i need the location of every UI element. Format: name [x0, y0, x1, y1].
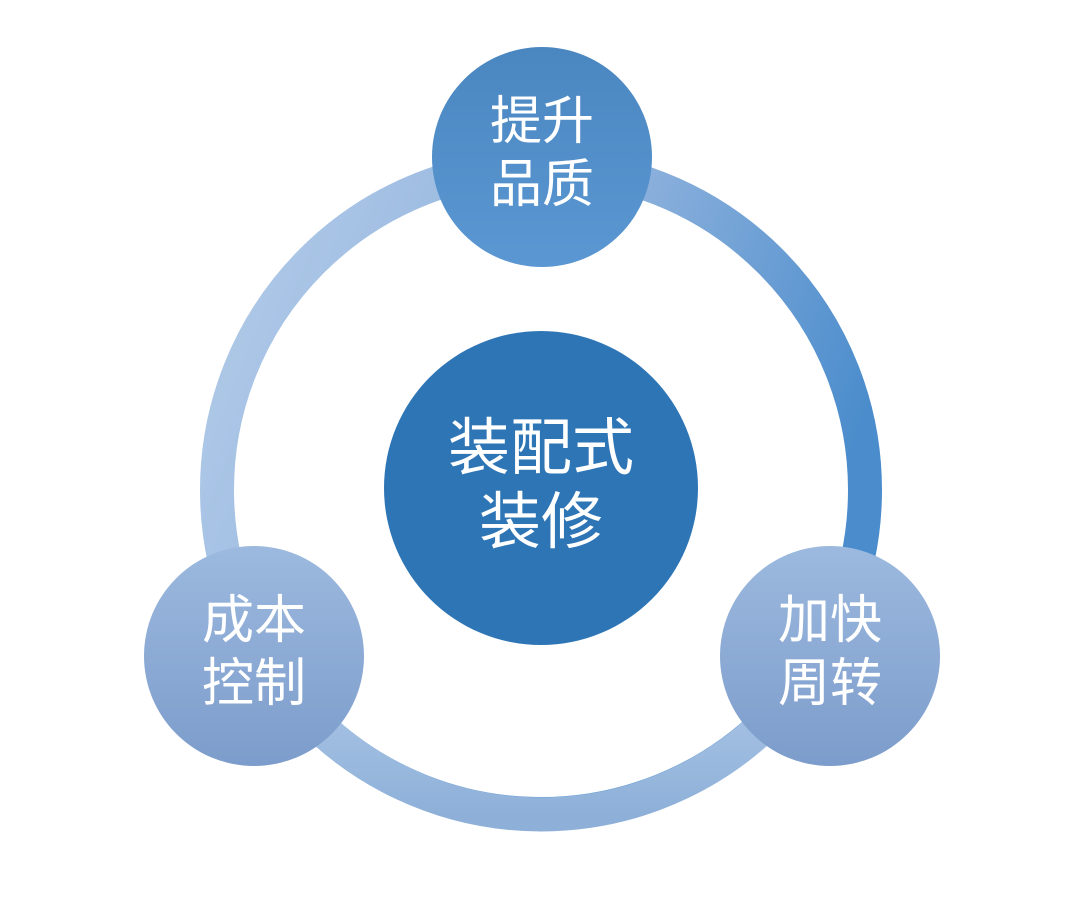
- left-node-label-line2: 控制: [202, 654, 306, 714]
- center-node: 装配式 装修: [384, 331, 698, 645]
- center-label-line1: 装配式: [448, 411, 634, 484]
- right-node-label-line1: 加快: [778, 591, 882, 651]
- left-node-circle: [144, 546, 364, 766]
- top-node: 提升 品质: [432, 47, 652, 267]
- cycle-ring-bottom-arc: [287, 695, 795, 832]
- right-node: 加快 周转: [720, 546, 940, 766]
- top-node-circle: [432, 47, 652, 267]
- right-node-circle: [720, 546, 940, 766]
- top-node-label-line1: 提升: [490, 92, 594, 152]
- left-node-label-line1: 成本: [202, 591, 306, 651]
- left-node: 成本 控制: [144, 546, 364, 766]
- top-node-label-line2: 品质: [490, 155, 594, 215]
- center-circle: [384, 331, 698, 645]
- center-label-line2: 装修: [479, 485, 603, 558]
- right-node-label-line2: 周转: [778, 654, 882, 714]
